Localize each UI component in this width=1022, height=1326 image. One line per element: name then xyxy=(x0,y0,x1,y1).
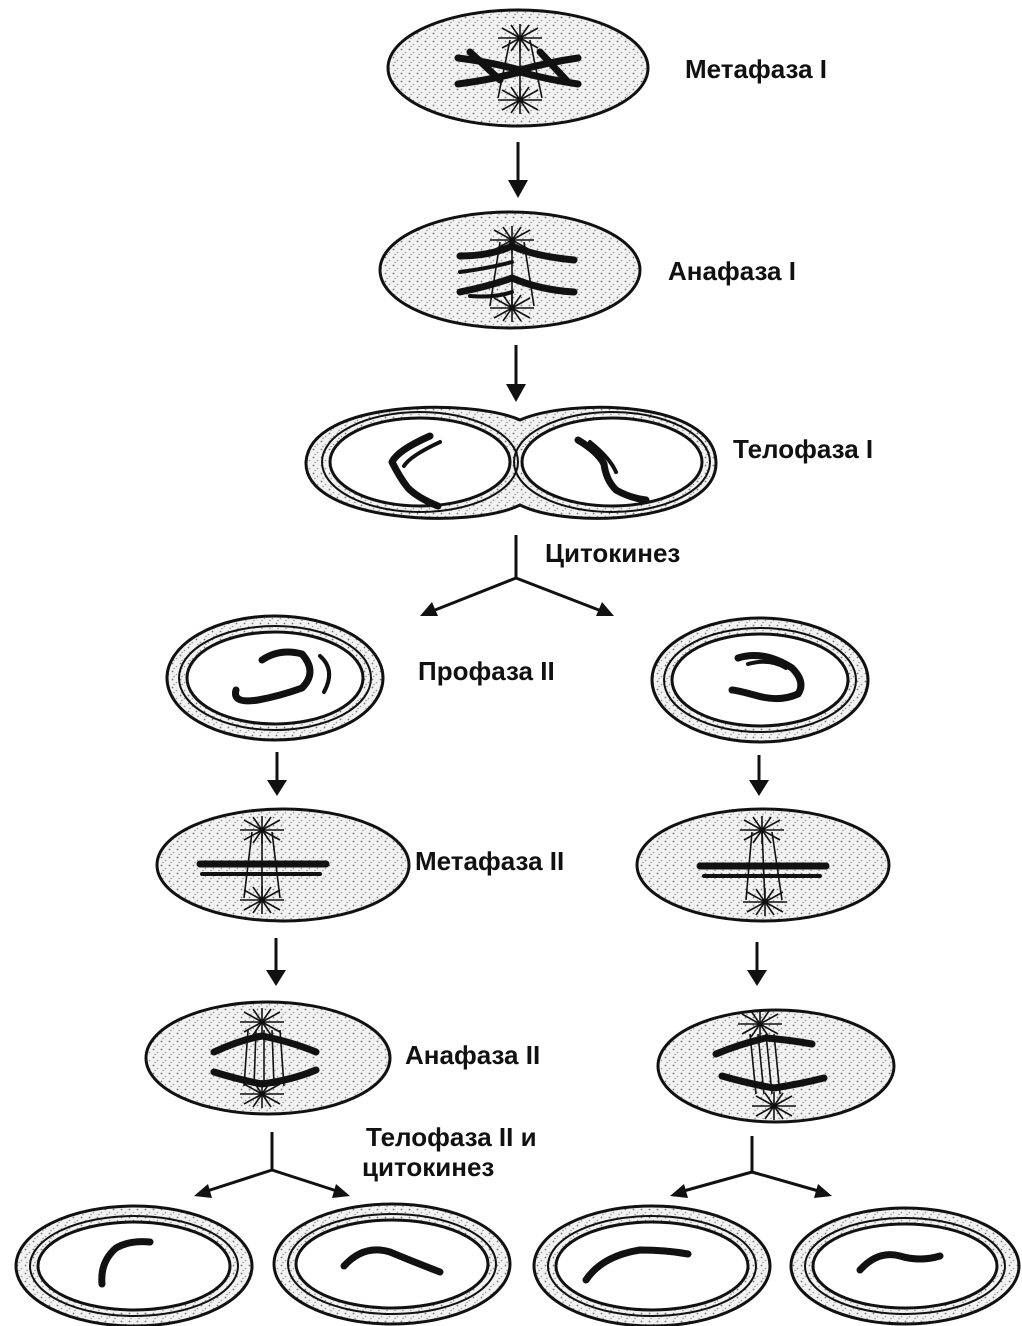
label-metaphase1: Метафаза I xyxy=(685,54,827,84)
label-metaphase2: Метафаза II xyxy=(415,846,564,876)
label-anaphase1: Анафаза I xyxy=(668,256,796,286)
prophase2-cell-right xyxy=(652,618,868,742)
label-telophase2-line1: Телофаза II и xyxy=(366,1122,537,1152)
anaphase2-cell-right xyxy=(658,1010,894,1122)
arrow-down-icon xyxy=(508,142,528,198)
label-cytokinesis: Цитокинез xyxy=(545,538,680,568)
daughter-cell-3 xyxy=(534,1206,770,1326)
daughter-cell-1 xyxy=(16,1206,252,1326)
label-telophase1: Телофаза I xyxy=(733,434,873,464)
arrow-down-icon xyxy=(749,755,769,796)
arrow-down-icon xyxy=(267,752,287,796)
metaphase2-cell-left xyxy=(157,809,409,921)
arrow-down-icon xyxy=(266,938,286,986)
daughter-cell-4 xyxy=(791,1208,1019,1324)
label-prophase2: Профаза II xyxy=(418,656,555,686)
split-arrow-icon xyxy=(670,1136,832,1198)
prophase2-cell-left xyxy=(167,616,383,740)
split-arrow-icon xyxy=(194,1132,350,1198)
label-telophase2-line2: цитокинез xyxy=(362,1152,494,1182)
metaphase2-cell-right xyxy=(637,809,889,921)
anaphase1-cell xyxy=(380,212,640,328)
telophase1-cell xyxy=(306,407,716,518)
daughter-cell-2 xyxy=(274,1204,510,1324)
arrow-down-icon xyxy=(747,942,767,986)
arrow-down-icon xyxy=(506,345,526,402)
label-anaphase2: Анафаза II xyxy=(405,1040,540,1070)
metaphase1-cell xyxy=(388,10,648,126)
anaphase2-cell-left xyxy=(146,1002,390,1114)
